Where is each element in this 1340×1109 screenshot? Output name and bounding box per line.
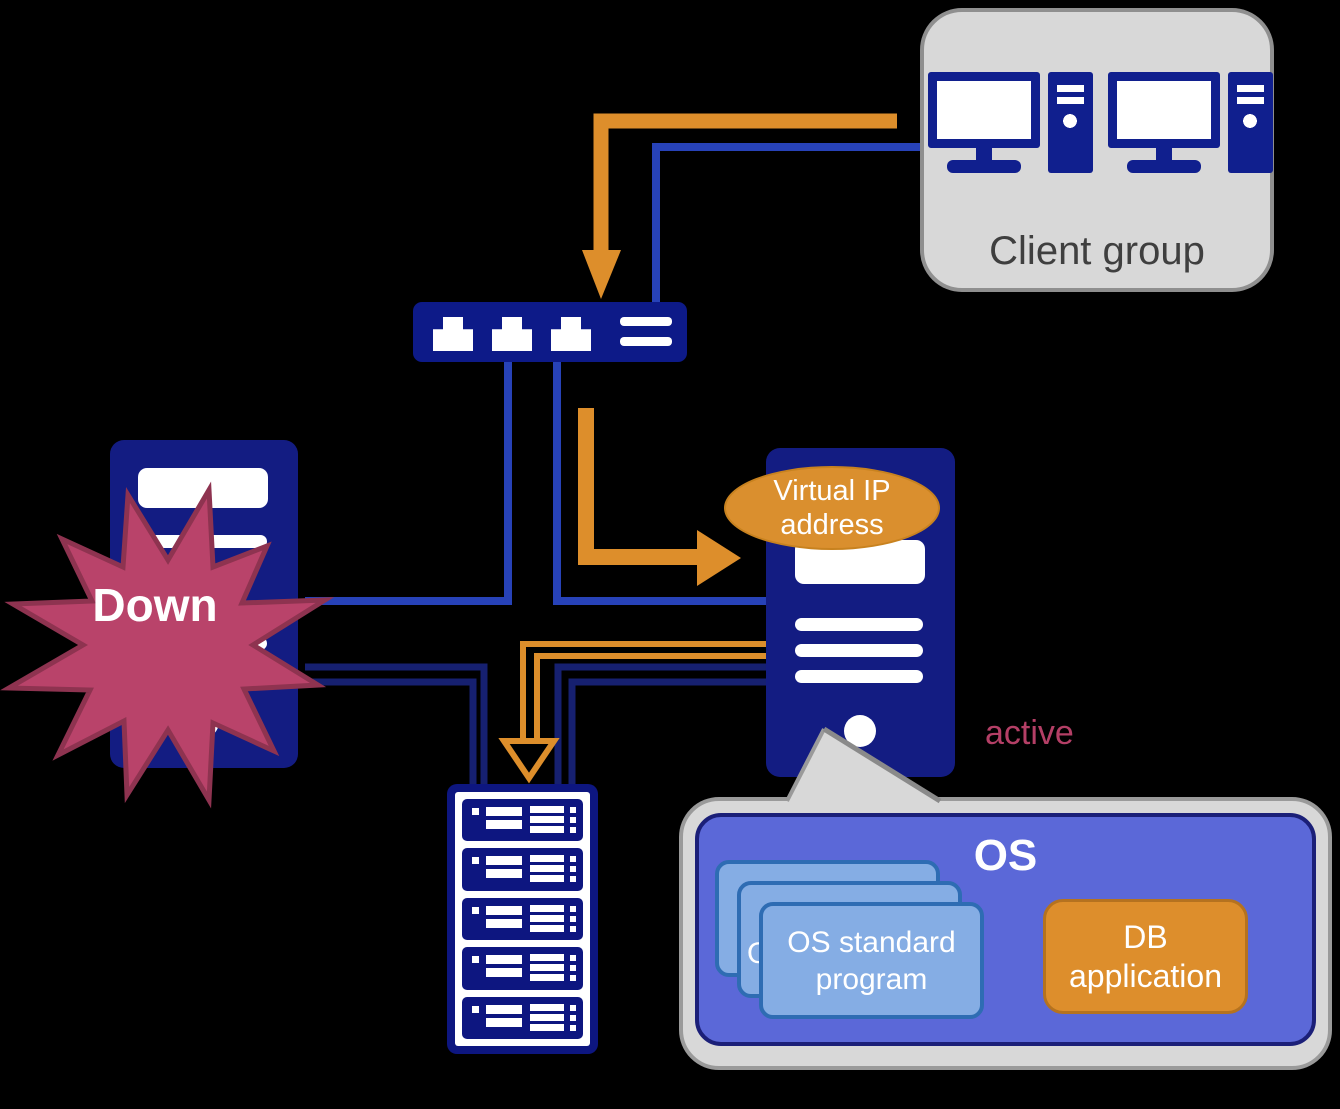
client-computer-icon [928, 72, 1093, 173]
active-status-label: active [985, 714, 1074, 752]
storage-arrowhead-hollow [498, 738, 560, 784]
ethernet-port-icon [551, 317, 591, 351]
client-group-label: Client group [989, 229, 1205, 273]
server-slot [795, 618, 923, 631]
server-power-dot [187, 706, 219, 738]
down-status-label: Down [92, 579, 218, 631]
switch-status-bar [620, 317, 672, 326]
right-server-storage-line-1 [554, 663, 772, 788]
pc-tower-icon [1228, 72, 1273, 173]
monitor-icon [1108, 72, 1220, 148]
switch-status-bar [620, 337, 672, 346]
server-slot [141, 535, 267, 548]
os-title: OS [973, 831, 1038, 880]
client-to-switch-arrowhead [582, 250, 621, 299]
server-slot [141, 637, 267, 650]
storage-arrow-outline-inner [534, 653, 772, 741]
monitor-stand [1156, 146, 1172, 161]
left-server-storage-line-2 [305, 678, 477, 788]
storage-rack-icon [447, 784, 598, 1054]
db-application-box: DB application [1043, 899, 1248, 1014]
storage-unit-icon [462, 799, 583, 842]
os-standard-program-card: OS standard program [759, 902, 984, 1019]
db-application-label: DB application [1069, 918, 1222, 994]
client-to-switch-line [652, 143, 920, 302]
storage-unit-icon [462, 947, 583, 990]
os-standard-program-label: OS standard program [787, 925, 956, 996]
server-slot [795, 644, 923, 657]
client-computer-icon [1108, 72, 1273, 173]
monitor-base [947, 160, 1021, 173]
storage-unit-icon [462, 848, 583, 891]
pc-tower-icon [1048, 72, 1093, 173]
server-slot [141, 661, 267, 674]
network-switch-icon [413, 302, 687, 362]
storage-rack-frame [455, 792, 590, 1046]
storage-arrow-outline-outer [520, 641, 772, 741]
ethernet-port-icon [492, 317, 532, 351]
switch-to-left-server-line [305, 355, 512, 605]
monitor-stand [976, 146, 992, 161]
switch-to-right-server-line [553, 355, 772, 605]
server-slot [795, 670, 923, 683]
virtual-ip-label: Virtual IP address [773, 475, 891, 541]
monitor-base [1127, 160, 1201, 173]
client-to-switch-arrow-shaft [593, 113, 897, 253]
client-group-box: Client group [920, 8, 1274, 292]
left-server-storage-line-1 [305, 663, 488, 788]
os-callout-bubble: OS OS standard program OS standard progr… [679, 797, 1332, 1070]
server-power-dot [844, 715, 876, 747]
server-panel [138, 468, 268, 508]
right-server-storage-line-2 [568, 678, 772, 788]
virtual-ip-badge: Virtual IP address [724, 466, 940, 550]
ethernet-port-icon [433, 317, 473, 351]
failover-arrow-shaft [578, 408, 699, 565]
storage-unit-icon [462, 897, 583, 941]
storage-unit-icon [462, 996, 583, 1040]
failover-arrowhead [697, 530, 741, 586]
monitor-icon [928, 72, 1040, 148]
